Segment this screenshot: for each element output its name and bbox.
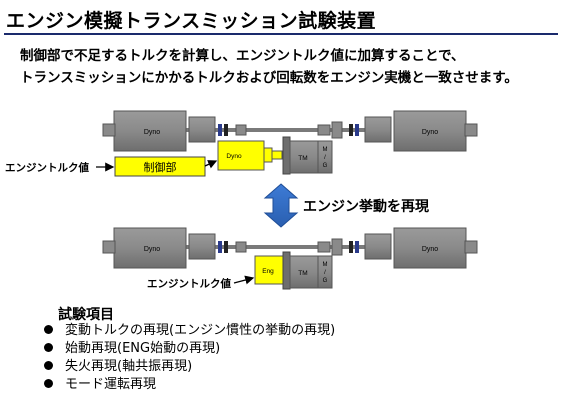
list-item: 始動再現(ENG始動の再現) [44,340,335,358]
test-items-heading: 試験項目 [58,307,114,323]
svg-text:/: / [324,270,326,276]
top-engine-torque-label: エンジントルク値 [5,161,89,174]
bottom-coupling-left [188,233,216,260]
page-title: エンジン模擬トランスミッション試験装置 [6,10,377,32]
svg-text:G: G [323,163,328,169]
bottom-coupling-right [364,233,392,260]
top-flange-left [218,124,222,136]
top-tm-label: TM [298,155,307,162]
bottom-flange-left [218,241,222,253]
bullet-icon [44,361,53,370]
bottom-dyno-right [393,227,467,269]
top-controller [114,156,206,177]
svg-text:G: G [323,278,328,284]
top-shaft [180,128,386,132]
top-dyno-small-label: Dyno [226,153,242,160]
description-line-1: 制御部で不足するトルクを計算し、エンジントルク値に加算することで、 [20,48,465,64]
top-rig: Dyno Dyno Dyno TM [5,110,478,177]
top-controller-arrow [204,160,218,169]
svg-text:M: M [323,262,328,268]
bottom-dyno-left-label: Dyno [144,246,160,253]
bottom-dyno-right-label: Dyno [422,246,438,253]
bullet-icon [44,379,53,388]
svg-text:/: / [324,155,326,161]
bottom-shaft [180,245,386,249]
top-coupling-left [188,116,216,143]
top-coupling-right [364,116,392,143]
top-dyno-left [113,110,187,152]
list-item: 変動トルクの再現(エンジン慣性の挙動の再現) [44,322,335,340]
bottom-dyno-left [113,227,187,269]
list-item: モード運転再現 [44,376,335,394]
bottom-eng-label: Eng [262,268,274,275]
top-mg [317,140,333,174]
top-tm [289,140,319,174]
top-controller-label: 制御部 [144,160,177,174]
description-line-2: トランスミッションにかかるトルクおよび回転数をエンジン実機と一致させます。 [20,70,518,86]
bottom-engine-torque-label: エンジントルク値 [147,277,231,290]
title-underline [4,33,558,35]
bottom-tm [289,255,319,289]
bottom-flange-right [349,241,353,253]
bullet-icon [44,343,53,352]
arrow-label: エンジン挙動を再現 [303,198,429,215]
bottom-torque-arrow [233,275,255,285]
bottom-mg [317,255,333,289]
list-item: 失火再現(軸共振再現) [44,358,335,376]
bullet-icon [44,325,53,334]
top-flange-right [349,124,353,136]
double-arrow: エンジン挙動を再現 [263,183,429,228]
top-dyno-right-label: Dyno [422,129,438,136]
top-dyno-small [217,140,265,171]
test-items-list: 変動トルクの再現(エンジン慣性の挙動の再現) 始動再現(ENG始動の再現) 失火… [44,322,335,394]
bottom-tm-label: TM [298,270,307,277]
svg-text:M: M [323,147,328,153]
top-dyno-left-label: Dyno [144,129,160,136]
test-rig-diagram: Dyno Dyno Dyno TM [5,110,478,290]
bottom-rig: Dyno Dyno Eng TM M / G エンジントルク値 [102,227,478,290]
